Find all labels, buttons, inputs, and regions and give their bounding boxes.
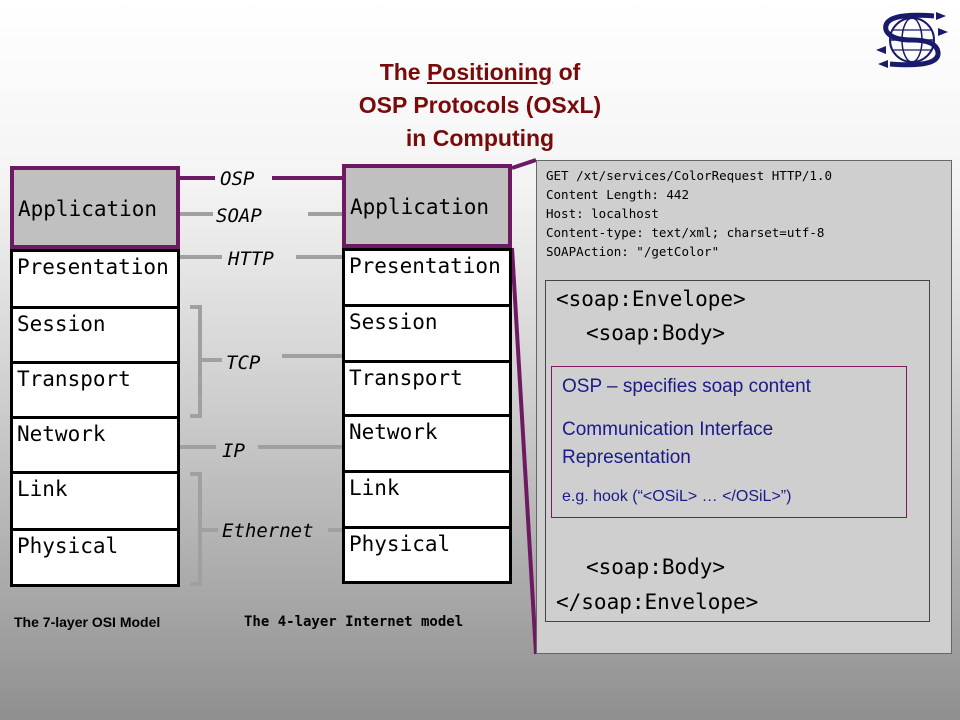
tcp-bracket (190, 305, 202, 418)
osi-layer-session: Session (13, 309, 177, 361)
zoom-line-top (511, 158, 537, 170)
osp-content-line-1: OSP – specifies soap content (562, 376, 811, 397)
internet-layer-presentation: Presentation (345, 251, 509, 304)
osp-logo-icon (876, 12, 948, 68)
internet-layer-link: Link (345, 473, 509, 526)
osp-content-line-4: e.g. hook (“<OSiL> … </OSiL>”) (562, 488, 792, 505)
protocol-osp: OSP (220, 168, 255, 190)
internet-layer-network: Network (345, 417, 509, 470)
internet-layer-session: Session (345, 307, 509, 360)
osi-layer-network: Network (13, 419, 177, 471)
protocol-ethernet: Ethernet (222, 520, 314, 542)
osi-layer-application: Application (10, 166, 180, 249)
internet-layer-transport: Transport (345, 363, 509, 414)
soap-body-close: <soap:Body> (586, 555, 726, 579)
soap-envelope-box (545, 280, 930, 622)
zoom-line-bottom (510, 247, 538, 655)
osi-layer-transport: Transport (13, 364, 177, 416)
osi-stack: Application Presentation Session Transpo… (10, 166, 180, 587)
protocol-http: HTTP (228, 248, 274, 270)
protocol-ip: IP (222, 440, 245, 462)
protocol-tcp: TCP (226, 352, 261, 374)
title-underlined-word: Positioning (426, 59, 553, 85)
internet-caption: The 4-layer Internet model (244, 614, 464, 630)
page-title: The Positioning of OSP Protocols (OSxL) … (358, 59, 602, 151)
soap-body-open: <soap:Body> (586, 321, 726, 345)
internet-stack: Application Presentation Session Transpo… (342, 164, 512, 584)
soap-envelope-open: <soap:Envelope> (556, 287, 746, 311)
internet-layer-physical: Physical (345, 529, 509, 581)
soap-envelope-close: </soap:Envelope> (556, 590, 759, 614)
osi-layer-physical: Physical (13, 531, 177, 584)
ethernet-bracket (190, 472, 202, 586)
protocol-soap: SOAP (216, 205, 262, 227)
osi-layer-link: Link (13, 474, 177, 528)
internet-layer-application: Application (342, 164, 512, 248)
osi-caption: The 7-layer OSI Model (14, 614, 161, 630)
osp-content-line-3: Representation (562, 447, 691, 468)
osi-layer-presentation: Presentation (13, 252, 177, 306)
osp-content-line-2: Communication Interface (562, 419, 774, 440)
osp-content-box (551, 366, 907, 518)
